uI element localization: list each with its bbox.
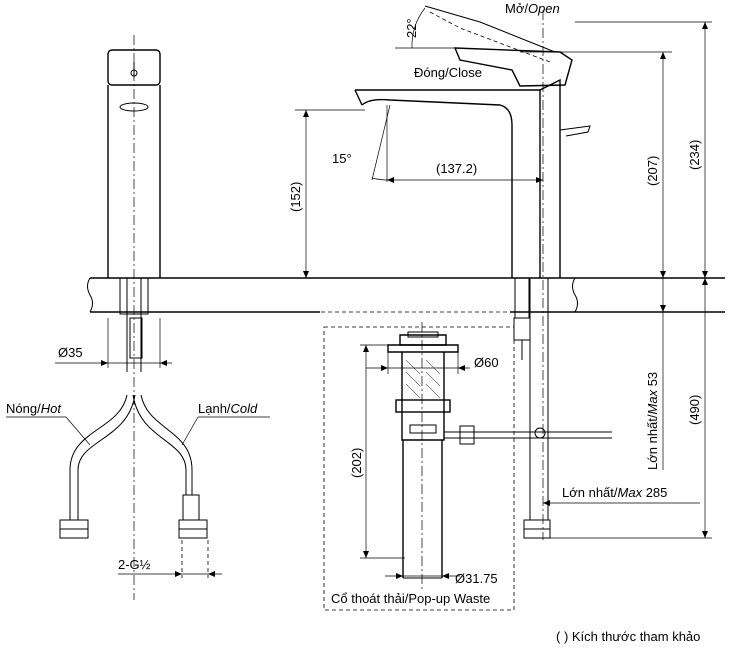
waste-height-label: (202) — [349, 448, 364, 478]
angle-open-label: 22° — [404, 18, 419, 38]
dia3175-label: Ø31.75 — [455, 571, 498, 586]
dia35-label: Ø35 — [58, 345, 83, 360]
countertop — [87, 277, 725, 313]
dim-diameter-35: Ø35 — [55, 318, 172, 368]
angle-spout-label: 15° — [332, 151, 352, 166]
dim-thread: 2-G½ — [118, 557, 222, 577]
max53-label: Lớn nhất/Max 53 — [645, 372, 660, 470]
reach-label: (137.2) — [436, 161, 477, 176]
dim-diameter-60: Ø60 — [366, 352, 499, 374]
max285-label: Lớn nhất/Max 285 — [562, 485, 667, 500]
popup-waste-detail — [323, 322, 612, 611]
faucet-front-view — [354, 5, 591, 540]
hot-label: Nóng/Hot — [6, 401, 62, 416]
dim-max285: Lớn nhất/Max 285 — [543, 485, 700, 506]
open-label: Mở/Open — [505, 1, 560, 16]
height-234-label: (234) — [687, 140, 702, 170]
dim-waste-height: (202) — [349, 344, 405, 559]
dim-reach: (137.2) — [387, 161, 543, 183]
thread-label: 2-G½ — [118, 557, 151, 572]
spout-height-label: (152) — [288, 182, 303, 212]
dim-heights: (207) (234) — [520, 21, 712, 278]
cold-label: Lạnh/Cold — [198, 401, 258, 416]
supply-hoses — [59, 394, 209, 578]
dim-spout-height: (152) — [288, 109, 365, 278]
dim-max53: Lớn nhất/Max 53 — [645, 278, 666, 470]
height-207-label: (207) — [645, 156, 660, 186]
dim-490: (490) — [550, 278, 712, 539]
dia60-label: Ø60 — [474, 355, 499, 370]
dim-diameter-3175: Ø31.75 — [385, 571, 498, 586]
close-label: Đóng/Close — [414, 65, 482, 80]
reference-note: ( ) Kích thước tham khảo — [556, 629, 700, 644]
waste-caption: Cổ thoát thải/Pop-up Waste — [331, 591, 490, 606]
height-490-label: (490) — [687, 395, 702, 425]
faucet-side-view — [107, 35, 161, 600]
